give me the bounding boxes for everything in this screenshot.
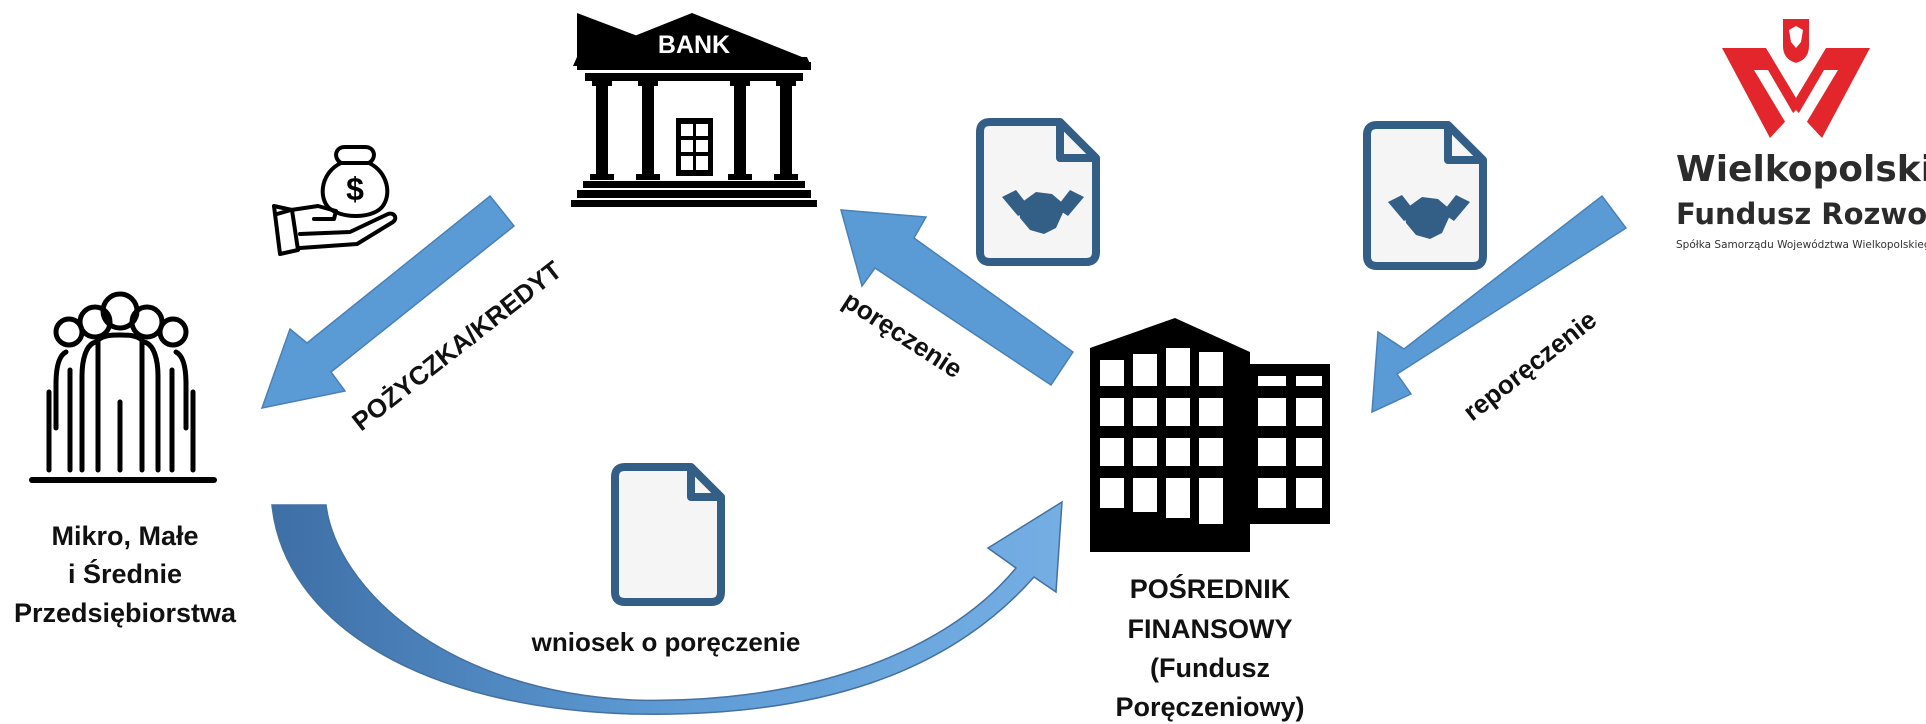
office-building-icon [1090, 318, 1330, 552]
intermediary-caption: POŚREDNIK FINANSOWY (Fundusz Poręczeniow… [1115, 573, 1304, 722]
handshake-document-icon [976, 118, 1100, 266]
bank-building-icon [571, 13, 817, 207]
counter-guarantee-label: reporęczenie [1457, 304, 1602, 426]
sme-line-2: i Średnie [68, 558, 182, 589]
guarantee-application-label: wniosek o poręczenie [531, 627, 801, 657]
guarantee-arrow [839, 209, 1075, 387]
intermediary-line-1: POŚREDNIK [1130, 573, 1291, 604]
intermediary-line-2: FINANSOWY [1128, 614, 1293, 644]
people-group-icon [29, 291, 217, 483]
blank-document-icon [611, 463, 725, 606]
sme-line-1: Mikro, Małe [51, 521, 198, 551]
bank-sign: BANK [658, 31, 730, 59]
logo-subtitle: Spółka Samorządu Województwa Wielkopolsk… [1676, 239, 1926, 251]
handshake-document-icon [1363, 121, 1487, 270]
eagle-emblem-w-logo [1722, 17, 1870, 140]
counter-guarantee-arrow [1371, 194, 1628, 414]
intermediary-line-4: Poręczeniowy) [1115, 692, 1304, 722]
sme-caption: Mikro, Małe i Średnie Przedsiębiorstwa [14, 521, 237, 628]
loan-credit-label: POŻYCZKA/KREDYT [346, 255, 567, 437]
logo-title-1: Wielkopolski [1676, 149, 1926, 190]
sme-line-3: Przedsiębiorstwa [14, 598, 237, 628]
wfr-logo: Wielkopolski Fundusz Rozwoju Spółka Samo… [1676, 17, 1926, 251]
intermediary-line-3: (Fundusz [1150, 653, 1270, 683]
application-curved-arrow [271, 500, 1063, 715]
dollar-sign: $ [346, 171, 364, 207]
logo-title-2: Fundusz Rozwoju [1676, 197, 1926, 231]
money-bag-in-hand-icon [272, 145, 398, 256]
loan-arrow [260, 194, 516, 410]
